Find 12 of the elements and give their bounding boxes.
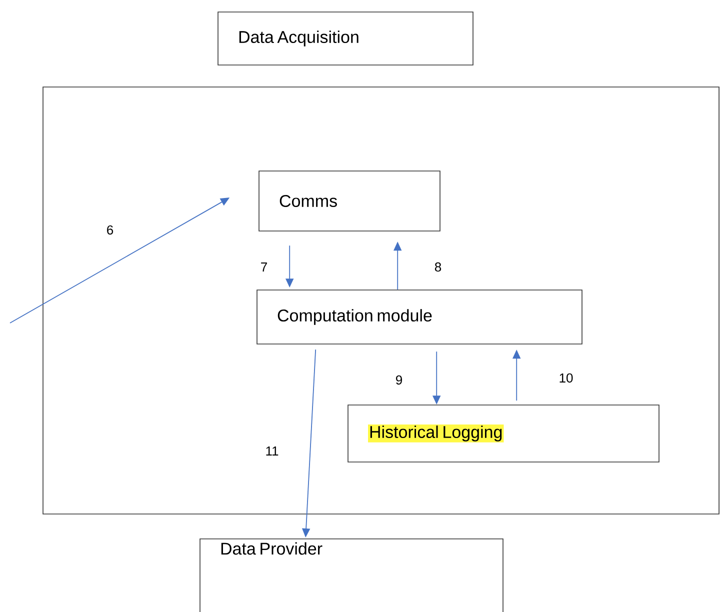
process-box: Comms bbox=[258, 170, 440, 232]
edge-label: 8 bbox=[433, 261, 443, 273]
edge-label: 9 bbox=[394, 374, 404, 386]
process-box: Data Acquisition bbox=[218, 12, 474, 66]
edge-label: 6 bbox=[105, 224, 115, 236]
process-box: Computation module bbox=[256, 290, 582, 344]
edge-label: 7 bbox=[259, 262, 269, 272]
process-box: Data Provider bbox=[200, 538, 504, 612]
process-box: Historical Logging bbox=[348, 404, 660, 462]
frame-box bbox=[42, 86, 720, 514]
edge-label: 11 bbox=[264, 446, 280, 456]
edge-label: 10 bbox=[558, 372, 574, 384]
